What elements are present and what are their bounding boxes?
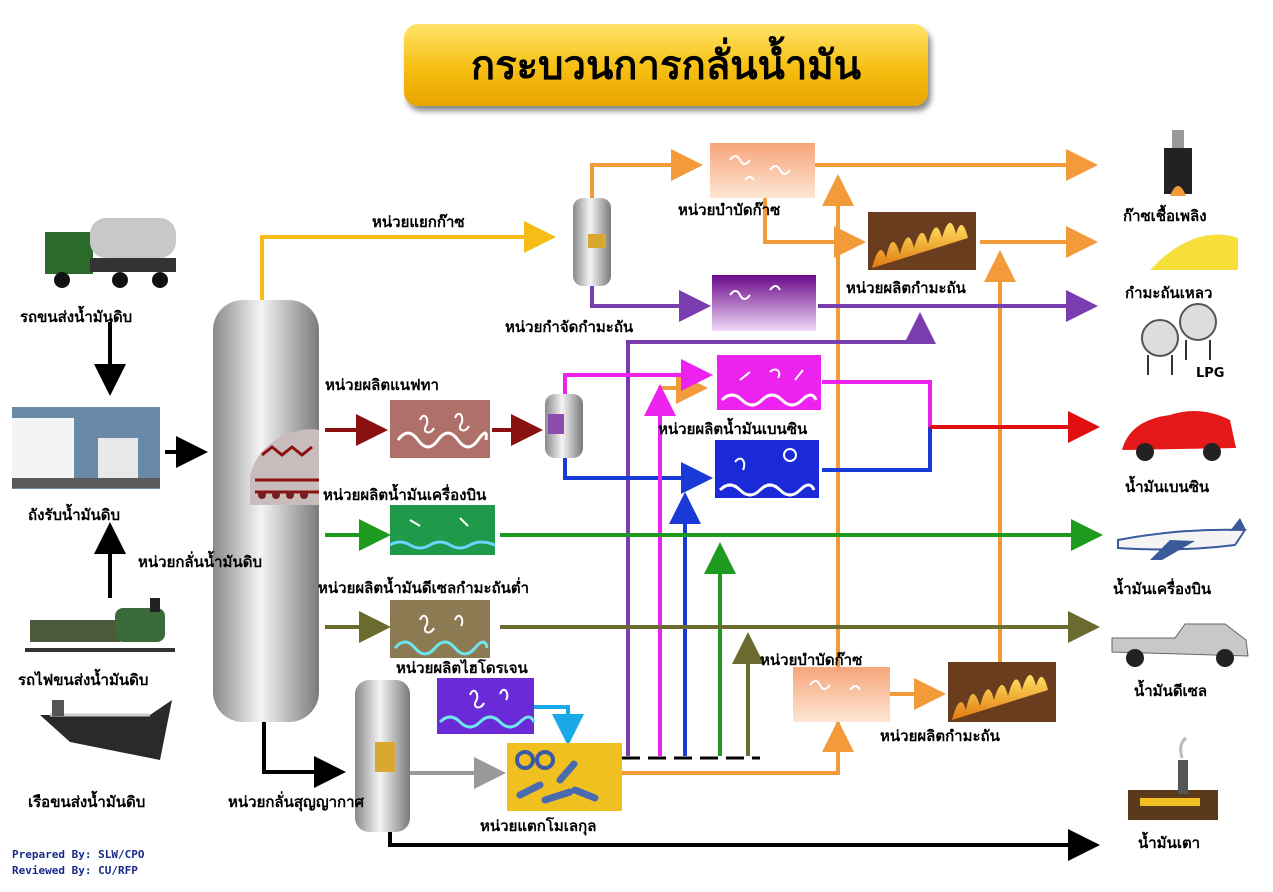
label-jet-fuel-unit: หน่วยผลิตน้ำมันเครื่องบิน xyxy=(323,486,487,504)
airplane-icon xyxy=(1117,518,1247,560)
flow-hydrogen-to-cracking xyxy=(534,705,584,746)
flow-gas-treatment-to-sulfur xyxy=(763,195,866,258)
label-sulfur-production-bottom: หน่วยผลิตกำมะถัน xyxy=(880,727,1000,745)
flow-splitter-to-gasoline-top xyxy=(563,359,713,396)
label-gas-treatment-top: หน่วยบำบัดก๊าซ xyxy=(678,201,781,219)
label-sulfur-removal: หน่วยกำจัดกำมะถัน xyxy=(505,318,634,336)
flow-to-sulfur-removal xyxy=(590,285,711,322)
liquid-sulfur-icon xyxy=(1150,234,1238,270)
factory-icon xyxy=(1128,736,1218,820)
label-low-sulfur-diesel: หน่วยผลิตน้ำมันดีเซลกำมะถันต่ำ xyxy=(318,579,530,597)
naphtha-splitter-vessel xyxy=(545,394,583,458)
lpg-icon xyxy=(1141,303,1217,375)
label-ship: เรือขนส่งน้ำมันดิบ xyxy=(28,793,146,811)
sulfur-removal-unit xyxy=(712,275,816,331)
gas-treatment-unit-top xyxy=(710,143,815,198)
truck-icon xyxy=(45,218,176,288)
jet-fuel-unit xyxy=(389,505,496,555)
naphtha-unit xyxy=(390,400,490,458)
gasoline-unit-bottom xyxy=(715,440,819,498)
label-product-lpg: LPG xyxy=(1196,366,1225,381)
train-icon xyxy=(25,598,175,652)
page-title: กระบวนการกลั่นน้ำมัน xyxy=(470,43,862,89)
flow-fuel-oil xyxy=(388,829,1100,861)
pickup-truck-icon xyxy=(1111,623,1249,667)
ship-icon xyxy=(40,700,172,760)
gas-separator-vessel xyxy=(573,198,611,286)
flow-gasoline-bottom-out xyxy=(822,427,932,472)
title-banner: กระบวนการกลั่นน้ำมัน xyxy=(404,24,928,106)
flow-gas-separation xyxy=(260,221,556,300)
hydrogen-feed-unit xyxy=(437,678,536,734)
flow-lpg-riser-to-gasoline xyxy=(658,372,708,756)
sulfur-production-unit-bottom xyxy=(948,662,1056,722)
flow-splitter-to-gasoline-bottom xyxy=(563,458,713,494)
label-product-jet-fuel: น้ำมันเครื่องบิน xyxy=(1113,580,1212,598)
sulfur-production-unit-top xyxy=(868,212,976,270)
flow-gasoline-top-out xyxy=(822,380,932,427)
car-icon xyxy=(1122,411,1236,461)
gasoline-unit-top xyxy=(717,355,821,410)
flow-cracking-to-gas-treatment-bottom xyxy=(622,720,854,775)
label-vacuum-distillation: หน่วยกลั่นสุญญากาศ xyxy=(228,793,365,811)
label-tank: ถังรับน้ำมันดิบ xyxy=(28,506,121,524)
flow-column-to-vacuum xyxy=(262,722,346,788)
label-product-diesel: น้ำมันดีเซล xyxy=(1134,682,1208,700)
gas-treatment-unit-bottom xyxy=(793,667,890,722)
label-product-fuel-oil: น้ำมันเตา xyxy=(1138,834,1201,852)
label-gasoline-unit: หน่วยผลิตน้ำมันเบนซิน xyxy=(658,420,808,438)
crude-distillation-column xyxy=(213,300,319,722)
flow-cracking-to-sulfur-unit xyxy=(626,312,936,756)
label-gas-treatment-bottom: หน่วยบำบัดก๊าซ xyxy=(760,651,863,669)
label-product-fuel-gas: ก๊าซเชื้อเพลิง xyxy=(1123,207,1207,225)
fuel-gas-icon xyxy=(1164,130,1192,196)
label-gas-separation: หน่วยแยกก๊าซ xyxy=(372,213,465,231)
hydrogen-unit xyxy=(390,600,490,658)
label-hydrogen: หน่วยผลิตไฮโดรเจน xyxy=(396,659,528,677)
label-sulfur-production-top: หน่วยผลิตกำมะถัน xyxy=(846,279,966,297)
credit-prepared: Prepared By: SLW/CPO xyxy=(12,848,145,861)
flow-to-gas-treatment-top xyxy=(590,149,703,200)
vacuum-column xyxy=(355,680,410,832)
tank-icon xyxy=(12,407,160,489)
cracking-unit xyxy=(507,743,622,811)
credit-reviewed: Reviewed By: CU/RFP xyxy=(12,864,138,877)
label-cracking: หน่วยแตกโมเลกุล xyxy=(480,817,597,835)
label-truck: รถขนส่งน้ำมันดิบ xyxy=(20,308,133,326)
label-naphtha: หน่วยผลิตแนฟทา xyxy=(325,376,439,394)
label-crude-distillation: หน่วยกลั่นน้ำมันดิบ xyxy=(138,553,262,571)
label-product-liquid-sulfur: กำมะถันเหลว xyxy=(1125,284,1213,302)
label-train: รถไฟขนส่งน้ำมันดิบ xyxy=(18,671,149,689)
label-product-gasoline: น้ำมันเบนซิน xyxy=(1125,478,1210,496)
